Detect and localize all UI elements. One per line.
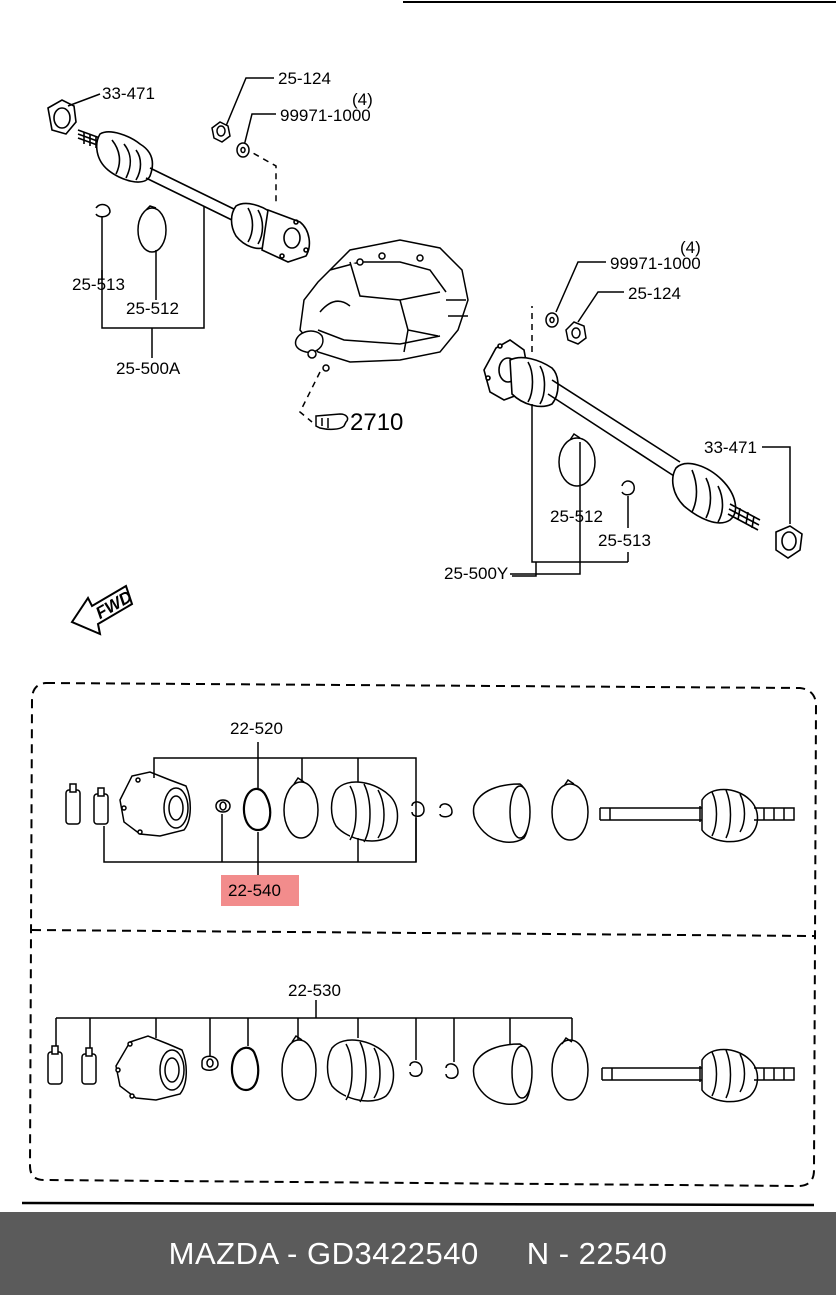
label-22-520: 22-520 [230, 719, 283, 738]
label-25-512-right: 25-512 [550, 507, 603, 526]
label-22-540: 22-540 [228, 881, 281, 900]
right-leaders [510, 261, 791, 577]
label-2710: 2710 [350, 409, 403, 436]
label-25-513-left: 25-513 [72, 275, 125, 294]
label-25-512-left: 25-512 [126, 299, 179, 318]
left-clip-band [95, 203, 167, 253]
right-nut-washer [545, 312, 587, 345]
label-qty-left: (4) [352, 90, 373, 109]
part-number-footer: MAZDA - GD3422540 N - 22540 [0, 1212, 836, 1295]
hand-pointer-icon [315, 413, 349, 431]
highlight-box [221, 875, 299, 906]
diff-leader [299, 371, 321, 423]
label-25-500a: 25-500A [116, 359, 181, 378]
left-leaders [67, 77, 277, 358]
kit-box [28, 681, 818, 1188]
parts-diagram: FWD [21, 1, 836, 1207]
label-25-513-right: 25-513 [598, 531, 651, 550]
label-33-471-right: 33-471 [704, 438, 757, 457]
kit-lower-leaders [55, 1000, 573, 1062]
differential-housing [294, 239, 469, 372]
manufacturer-part-number: MAZDA - GD3422540 [168, 1235, 479, 1271]
label-99971-1000-right: 99971-1000 [610, 254, 701, 273]
kit-upper-row [65, 771, 795, 844]
label-25-500y: 25-500Y [444, 564, 508, 583]
kit-upper-leaders [103, 742, 417, 878]
right-clip-band [558, 432, 635, 496]
label-qty-right: (4) [680, 238, 701, 257]
left-nut-washer [211, 121, 250, 158]
right-driveshaft [483, 339, 803, 559]
label-25-124-right: 25-124 [628, 284, 681, 303]
diagram-part-number: N - 22540 [526, 1235, 668, 1271]
label-25-124-left: 25-124 [278, 69, 331, 88]
label-33-471-left: 33-471 [102, 84, 155, 103]
label-22-530: 22-530 [288, 981, 341, 1000]
kit-lower-row [47, 1034, 795, 1106]
left-driveshaft [47, 99, 311, 263]
label-99971-1000-left: 99971-1000 [280, 106, 371, 125]
